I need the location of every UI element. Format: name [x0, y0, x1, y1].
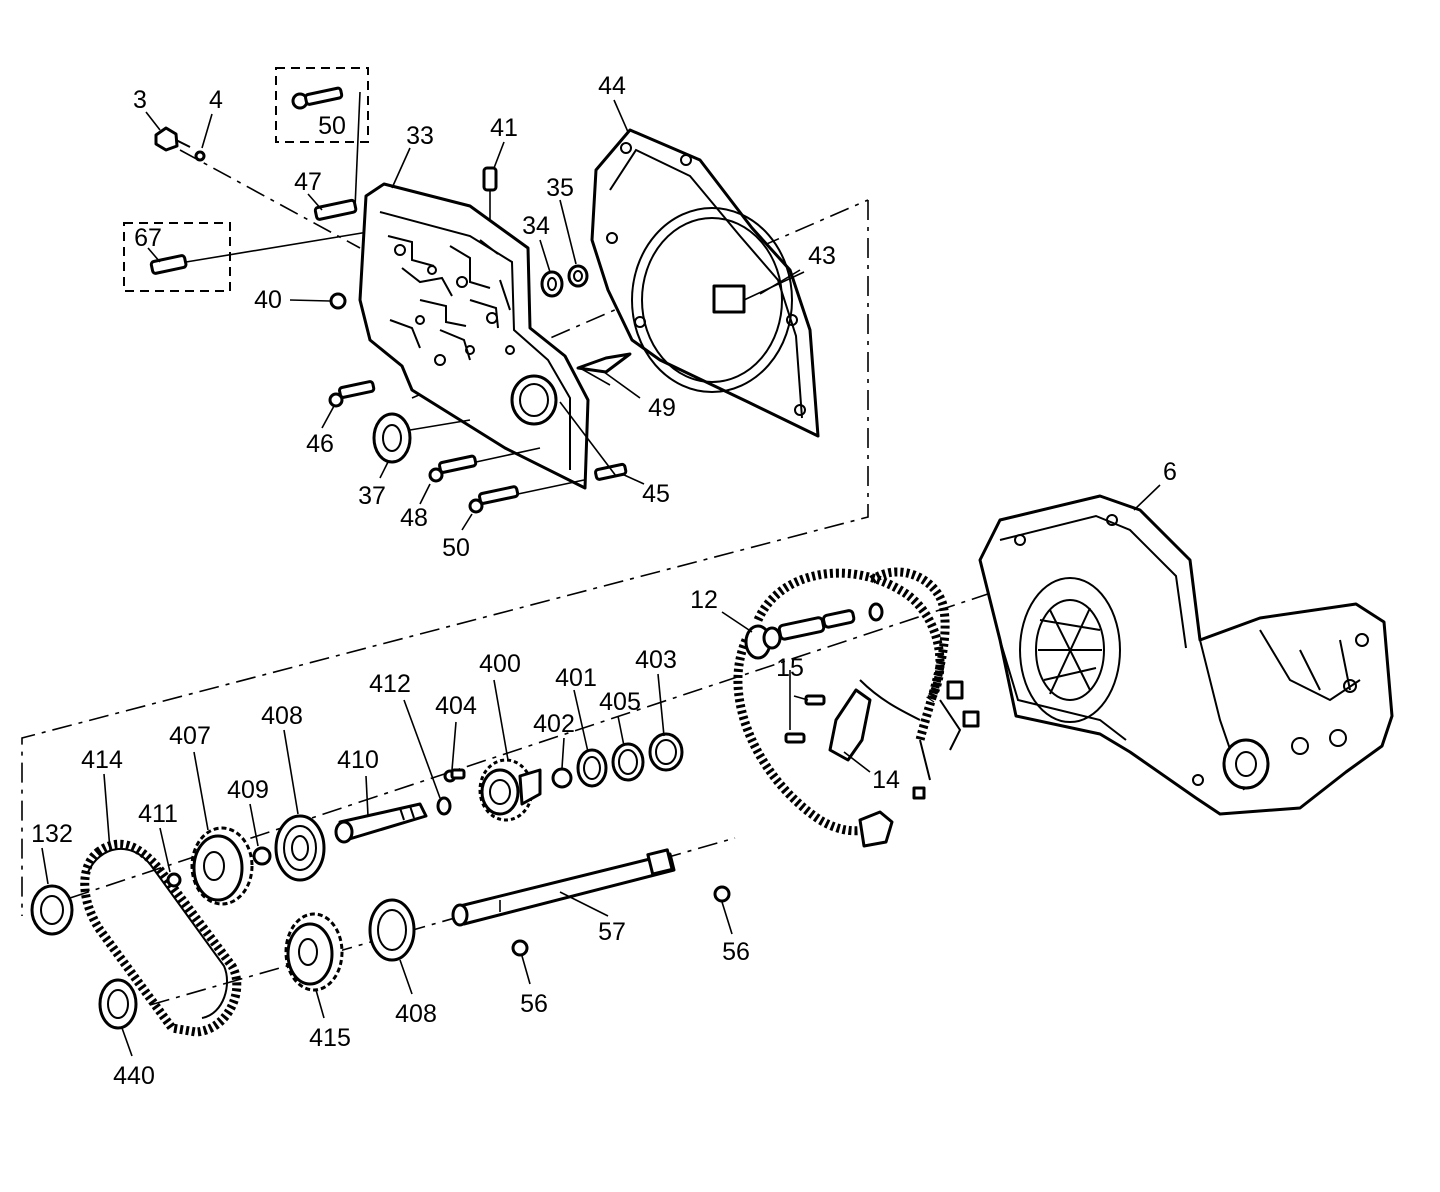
- callout-50-top: 50: [318, 112, 346, 140]
- callout-33: 33: [406, 122, 434, 150]
- callout-labels: 3 4 50 33 41 44 47 35 34 67 43 40 49 46 …: [31, 72, 1177, 1090]
- callout-411: 411: [138, 800, 178, 828]
- drive-chain-414: [80, 839, 242, 1037]
- bolt-47: [313, 91, 361, 221]
- seal-4: [194, 150, 206, 162]
- seal-34: [540, 270, 564, 298]
- callout-57: 57: [598, 918, 626, 946]
- sprocket-407: [190, 826, 254, 906]
- callout-45: 45: [642, 480, 670, 508]
- bolt-404: [443, 768, 466, 783]
- callout-409: 409: [227, 776, 269, 804]
- callout-49: 49: [648, 394, 676, 422]
- callout-410: 410: [337, 746, 379, 774]
- bolt-50-top: [291, 86, 344, 110]
- bolt-46: [328, 380, 376, 408]
- callout-47: 47: [294, 168, 322, 196]
- callout-40: 40: [254, 286, 282, 314]
- callout-415: 415: [309, 1024, 351, 1052]
- gear-400: [478, 758, 542, 822]
- transmission-case-6: [978, 484, 1394, 816]
- shaft-57: [451, 848, 676, 927]
- callout-402: 402: [533, 710, 575, 738]
- callout-46: 46: [306, 430, 334, 458]
- bolt-67: [149, 229, 381, 275]
- seal-56-right: [713, 885, 731, 903]
- callout-37: 37: [358, 482, 386, 510]
- callout-6: 6: [1163, 458, 1177, 486]
- callout-440: 440: [113, 1062, 155, 1090]
- channel-plate-33: [358, 182, 590, 490]
- callout-50-bottom: 50: [442, 534, 470, 562]
- ring-403: [648, 732, 684, 772]
- callout-412: 412: [369, 670, 411, 698]
- plug-40: [329, 292, 347, 310]
- callout-401: 401: [555, 664, 597, 692]
- pin-45: [559, 401, 628, 481]
- callout-43: 43: [808, 242, 836, 270]
- seal-35: [567, 264, 589, 288]
- cover-44: [590, 128, 820, 438]
- callout-414: 414: [81, 746, 123, 774]
- callout-56-left: 56: [520, 990, 548, 1018]
- callout-44: 44: [598, 72, 626, 100]
- washer-402: [551, 767, 573, 789]
- callout-407: 407: [169, 722, 211, 750]
- seal-56-left: [511, 939, 529, 957]
- callout-56-right: 56: [722, 938, 750, 966]
- callout-408-lower: 408: [395, 1000, 437, 1028]
- bearing-401: [576, 748, 608, 788]
- ring-405: [611, 742, 645, 782]
- callout-3: 3: [133, 86, 147, 114]
- optional-box-67: [123, 222, 231, 292]
- snap-ring-411: [166, 872, 182, 888]
- leader-lines: [41, 99, 871, 1057]
- callout-403: 403: [635, 646, 677, 674]
- callout-4: 4: [209, 86, 223, 114]
- washer-409: [252, 846, 272, 866]
- shaft-410: [334, 796, 452, 844]
- sprocket-415: [284, 912, 344, 992]
- callout-408-upper: 408: [261, 702, 303, 730]
- callout-405: 405: [599, 688, 641, 716]
- callout-400: 400: [479, 650, 521, 678]
- callout-404: 404: [435, 692, 477, 720]
- callout-15: 15: [776, 654, 804, 682]
- callout-14: 14: [872, 766, 900, 794]
- optional-box-50: [275, 67, 369, 143]
- callout-48: 48: [400, 504, 428, 532]
- bolt-50-bottom: [468, 479, 585, 514]
- bolt-48: [428, 447, 541, 483]
- callout-34: 34: [522, 212, 550, 240]
- wiring-harness-14: [733, 567, 980, 848]
- callout-41: 41: [490, 114, 518, 142]
- callout-132: 132: [31, 820, 73, 848]
- fitting-3: [154, 126, 191, 152]
- bearing-408-lower: [368, 898, 416, 962]
- bearing-408-upper: [274, 814, 326, 882]
- callout-12: 12: [690, 586, 718, 614]
- screen-49: [576, 352, 632, 386]
- bolts-15: [784, 670, 826, 744]
- seal-440: [98, 978, 138, 1030]
- callout-35: 35: [546, 174, 574, 202]
- seal-37: [372, 412, 471, 464]
- callout-67: 67: [134, 224, 162, 252]
- seal-132: [30, 884, 74, 936]
- speed-sensor-12: [744, 602, 884, 660]
